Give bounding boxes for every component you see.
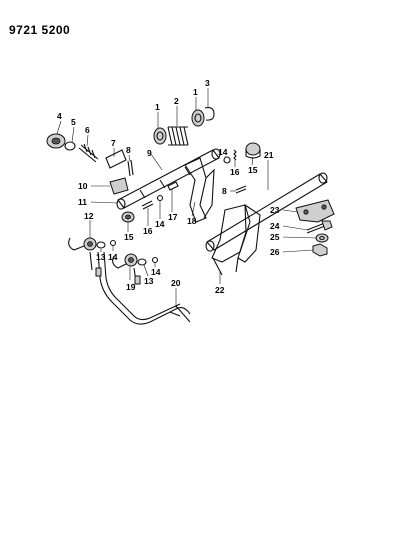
seal-1b	[191, 109, 205, 127]
spring-6	[78, 143, 99, 163]
gasket-5	[64, 141, 76, 151]
gasket-13-right	[137, 258, 147, 266]
pin-17	[167, 181, 179, 191]
callout-14-middle: 14	[155, 219, 165, 229]
callout-6: 6	[85, 125, 90, 135]
bolt-24	[306, 220, 333, 234]
callout-15-middle: 15	[124, 232, 134, 242]
seal-1a	[153, 127, 167, 145]
knob-15-middle	[121, 211, 135, 223]
callout-2: 2	[174, 96, 179, 106]
shift-rail-upper	[116, 148, 221, 210]
gasket-13-left	[96, 241, 106, 249]
ball-14-middle	[156, 194, 164, 202]
lever-10	[109, 177, 129, 195]
callout-24: 24	[270, 221, 280, 231]
callout-13-right: 13	[144, 276, 154, 286]
callout-20: 20	[171, 278, 181, 288]
pin-8-lower	[235, 185, 247, 194]
plug-4	[46, 133, 66, 149]
callout-11: 11	[78, 197, 87, 207]
document-number: 9721 5200	[9, 23, 71, 37]
leader-lines	[56, 88, 317, 308]
callout-3: 3	[205, 78, 210, 88]
callout-14-right: 14	[151, 267, 161, 277]
callout-1: 1	[155, 102, 160, 112]
wire-harness-20	[89, 251, 191, 325]
callout-5: 5	[71, 117, 76, 127]
callout-1b: 1	[193, 87, 198, 97]
callout-8: 8	[126, 145, 131, 155]
ball-14-upper	[223, 156, 231, 164]
callout-17: 17	[168, 212, 178, 222]
callout-12: 12	[84, 211, 94, 221]
shaft-7	[105, 149, 127, 169]
spring-16-middle	[141, 200, 154, 210]
switch-12	[68, 237, 97, 251]
callout-25: 25	[270, 232, 280, 242]
callout-16-middle: 16	[143, 226, 153, 236]
callout-labels: 1 2 1 3 4 5 6 7 8 9 10 11 12 13 14 15 16…	[57, 78, 280, 295]
shift-fork-9	[184, 157, 215, 223]
ball-14-left	[109, 239, 117, 247]
spring-16-upper	[233, 149, 237, 161]
callout-22: 22	[215, 285, 225, 295]
callout-9: 9	[147, 148, 152, 158]
callout-10: 10	[78, 181, 88, 191]
callout-23: 23	[270, 205, 280, 215]
knob-15-upper	[245, 142, 261, 159]
ball-14-right	[151, 256, 159, 264]
callout-21: 21	[264, 150, 274, 160]
washer-25	[315, 233, 329, 243]
nut-26	[312, 243, 328, 257]
callout-14-upper: 14	[218, 147, 228, 157]
callout-14-left: 14	[108, 252, 118, 262]
callout-18: 18	[187, 216, 197, 226]
shift-rail-21	[205, 172, 328, 252]
shift-fork-22	[211, 203, 261, 276]
callout-4: 4	[57, 111, 62, 121]
callout-7: 7	[111, 138, 116, 148]
callout-15-upper: 15	[248, 165, 258, 175]
callout-19: 19	[126, 282, 136, 292]
bracket-23	[295, 199, 335, 223]
callout-13-left: 13	[96, 252, 106, 262]
spring-2	[167, 126, 189, 146]
callout-16-upper: 16	[230, 167, 240, 177]
switch-19	[112, 253, 138, 269]
callout-26: 26	[270, 247, 280, 257]
callout-8-lower: 8	[222, 186, 227, 196]
clip-3	[204, 107, 215, 121]
pin-8	[127, 159, 134, 177]
